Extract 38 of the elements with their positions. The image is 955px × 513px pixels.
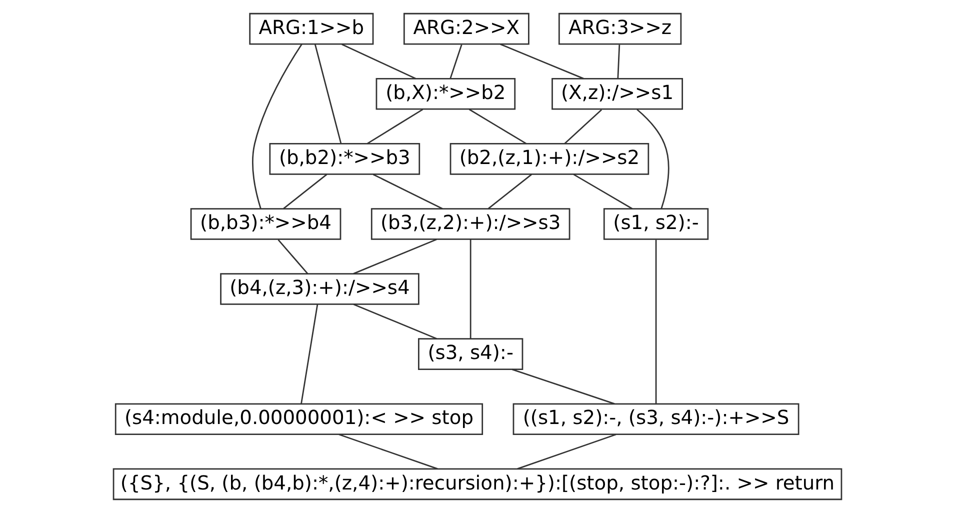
connector bbox=[500, 44, 584, 80]
node-box: (s3, s4):- bbox=[418, 338, 524, 370]
node-box: (b2,(z,1):+):/>>s2 bbox=[450, 143, 650, 175]
node-box: ARG:3>>z bbox=[558, 12, 682, 45]
connector bbox=[353, 238, 437, 274]
node-box: ({S}, {(S, (b, (b4,b):*,(z,4):+):recursion):+}):[(stop, stop:-):?]:. >> return bbox=[112, 468, 842, 500]
connector bbox=[278, 239, 308, 274]
connector bbox=[573, 174, 633, 210]
connector bbox=[450, 44, 462, 79]
connector bbox=[617, 44, 620, 79]
node-box: ARG:2>>X bbox=[403, 12, 530, 45]
connector bbox=[314, 44, 342, 144]
connector bbox=[338, 434, 438, 470]
connector bbox=[636, 108, 670, 209]
connector bbox=[353, 304, 438, 340]
node-box: ARG:1>>b bbox=[249, 12, 374, 45]
connector bbox=[468, 108, 527, 144]
node-box: (b3,(z,2):+):/>>s3 bbox=[370, 208, 570, 240]
connector bbox=[342, 44, 416, 80]
node-box: (b4,(z,3):+):/>>s4 bbox=[220, 273, 420, 305]
node-box: (s1, s2):- bbox=[603, 208, 709, 240]
connector bbox=[488, 174, 532, 210]
node-box: (b,X):*>>b2 bbox=[376, 78, 516, 110]
connector bbox=[655, 240, 657, 404]
connector bbox=[252, 44, 302, 209]
connector bbox=[372, 174, 443, 210]
connector bbox=[512, 368, 615, 404]
node-box: (b,b2):*>>b3 bbox=[269, 143, 420, 175]
connector bbox=[366, 108, 424, 144]
connector bbox=[517, 434, 616, 470]
node-box: (X,z):/>>s1 bbox=[552, 78, 683, 110]
connector bbox=[283, 174, 328, 210]
node-box: (b,b3):*>>b4 bbox=[190, 208, 342, 240]
node-box: ((s1, s2):-, (s3, s4):-):+>>S bbox=[512, 403, 800, 436]
connector bbox=[300, 304, 318, 404]
connector bbox=[470, 239, 472, 338]
node-box: (s4:module,0.00000001):< >> stop bbox=[114, 403, 484, 436]
connector bbox=[564, 109, 602, 144]
